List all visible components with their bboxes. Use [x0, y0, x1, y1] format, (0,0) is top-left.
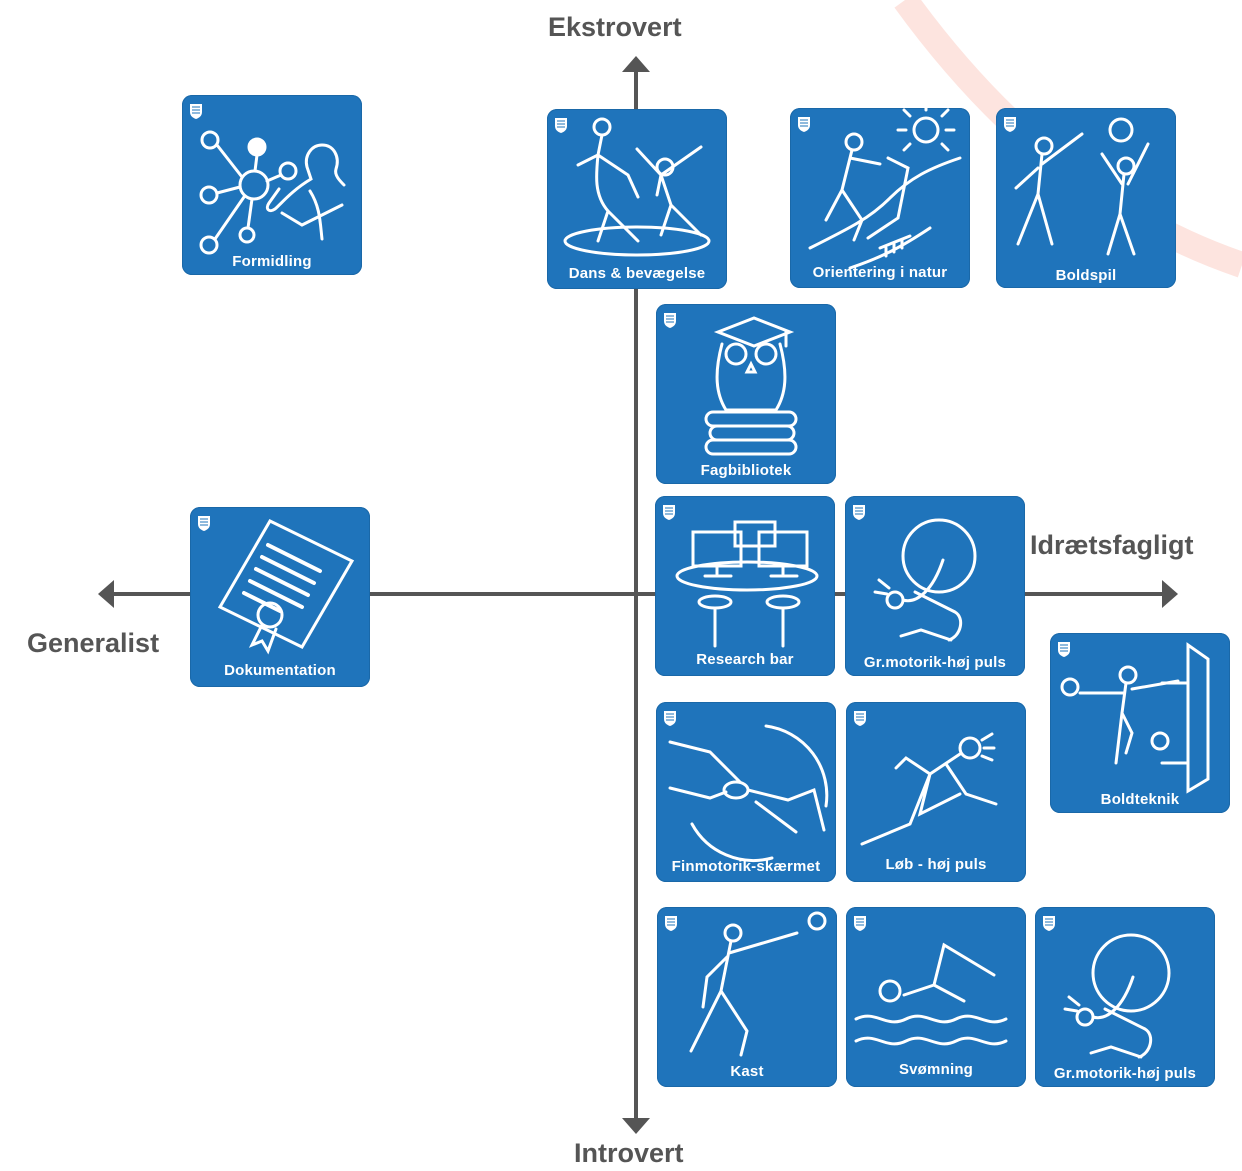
crest-icon	[1058, 642, 1070, 657]
thrower-icon	[689, 911, 827, 1057]
tile-dokumentation[interactable]: Dokumentation	[190, 507, 370, 687]
tile-label: Løb - høj puls	[885, 856, 987, 873]
tile-label: Gr.motorik-høj puls	[863, 654, 1007, 671]
tile-grmotorik-2[interactable]: Gr.motorik-høj puls	[1035, 907, 1215, 1087]
tile-label: Finmotorik-skærmet	[671, 858, 821, 875]
tile-label: Kast	[730, 1063, 764, 1080]
crest-icon	[854, 916, 866, 931]
crest-icon	[663, 505, 675, 520]
hiker-sun-icon	[808, 108, 962, 270]
arrow-down-icon	[622, 1118, 650, 1134]
network-person-icon	[199, 130, 346, 255]
tile-label: Formidling	[232, 253, 312, 270]
crest-icon	[1043, 916, 1055, 931]
crest-icon	[198, 516, 210, 531]
axis-label-bottom: Introvert	[574, 1138, 684, 1168]
tile-kast[interactable]: Kast	[657, 907, 837, 1087]
tile-label: Svømning	[898, 1061, 974, 1078]
axis-label-left: Generalist	[27, 628, 160, 658]
crest-icon	[798, 117, 810, 132]
tile-label: Research bar	[696, 651, 794, 668]
gymnastics-ball-icon	[1063, 933, 1171, 1059]
crest-icon	[665, 916, 677, 931]
certificate-icon	[217, 519, 355, 655]
tile-loeb[interactable]: Løb - høj puls	[846, 702, 1026, 882]
tile-label: Gr.motorik-høj puls	[1053, 1065, 1197, 1082]
tile-dans[interactable]: Dans & bevægelse	[547, 109, 727, 289]
tile-label: Dans & bevægelse	[568, 265, 706, 282]
crest-icon	[854, 711, 866, 726]
axis-label-right: Idrætsfagligt	[1030, 530, 1194, 560]
owl-books-icon	[704, 316, 798, 456]
crest-icon	[664, 711, 676, 726]
axis-label-top: Ekstrovert	[548, 12, 682, 42]
tile-label: Boldteknik	[1100, 791, 1180, 808]
tile-finmotorik[interactable]: Finmotorik-skærmet	[656, 702, 836, 882]
tile-boldspil[interactable]: Boldspil	[996, 108, 1176, 288]
crest-icon	[664, 313, 676, 328]
ball-players-icon	[1014, 117, 1150, 256]
tile-fagbibliotek[interactable]: Fagbibliotek	[656, 304, 836, 484]
tile-orientering[interactable]: Orientering i natur	[790, 108, 970, 288]
computers-table-icon	[675, 520, 819, 648]
dancers-icon	[563, 117, 711, 257]
tile-svoemning[interactable]: Svømning	[846, 907, 1026, 1087]
arrow-right-icon	[1162, 580, 1178, 608]
hands-tool-icon	[668, 724, 829, 862]
tile-boldteknik[interactable]: Boldteknik	[1050, 633, 1230, 813]
arrow-left-icon	[98, 580, 114, 608]
tile-research[interactable]: Research bar	[655, 496, 835, 676]
tile-grmotorik-1[interactable]: Gr.motorik-høj puls	[845, 496, 1025, 676]
tile-label: Orientering i natur	[812, 264, 948, 281]
crest-icon	[1004, 117, 1016, 132]
arrow-up-icon	[622, 56, 650, 72]
tile-formidling[interactable]: Formidling	[182, 95, 362, 275]
ball-goal-icon	[1060, 642, 1210, 794]
crest-icon	[190, 104, 202, 119]
crest-icon	[853, 505, 865, 520]
runner-icon	[860, 732, 998, 846]
tile-label: Fagbibliotek	[700, 462, 792, 479]
swimmer-icon	[854, 942, 1008, 1046]
tile-label: Dokumentation	[224, 662, 336, 679]
tile-label: Boldspil	[1055, 267, 1117, 284]
gymnastics-ball-icon	[873, 518, 977, 642]
crest-icon	[555, 118, 567, 133]
